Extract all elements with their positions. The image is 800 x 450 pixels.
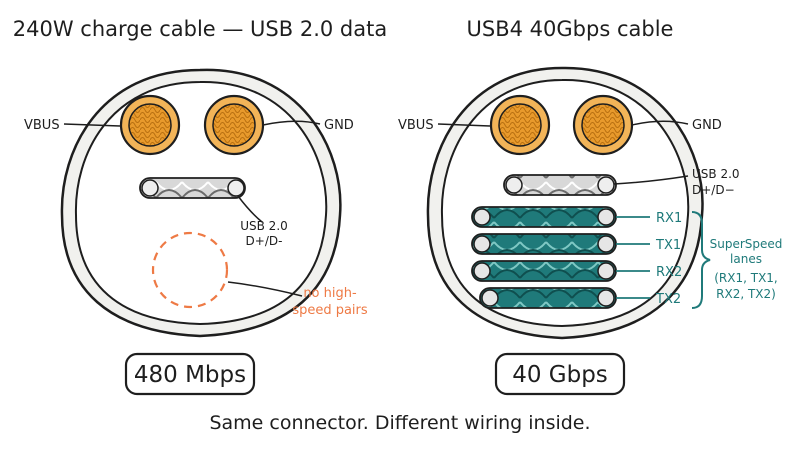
right-speed: 40 Gbps	[512, 362, 608, 388]
lane-label-rx1: RX1	[656, 211, 682, 226]
superspeed-brace	[691, 211, 711, 309]
left-no-pairs-line2: speed pairs	[292, 303, 368, 318]
superspeed-pair-tx2	[479, 287, 617, 309]
right-vbus-conductor	[489, 94, 551, 156]
left-vbus-label: VBUS	[24, 118, 60, 133]
brace-label-line4: RX2, TX2)	[716, 287, 776, 301]
superspeed-pair-rx1	[471, 206, 617, 228]
right-title: USB4 40Gbps cable	[467, 17, 674, 41]
left-usb2-twisted-pair	[139, 177, 246, 199]
left-no-pairs-line1: no high-	[303, 286, 357, 301]
left-gnd-conductor	[203, 94, 265, 156]
brace-label-line1: SuperSpeed	[710, 237, 783, 251]
superspeed-pair-rx2	[471, 260, 617, 282]
left-gnd-label: GND	[324, 118, 354, 133]
right-usb2-label-line1: USB 2.0	[692, 167, 740, 181]
left-missing-pairs-circle	[151, 231, 229, 309]
lane-label-tx2: TX2	[655, 292, 681, 307]
left-title: 240W charge cable — USB 2.0 data	[13, 17, 387, 41]
right-usb2-label-line2: D+/D−	[692, 183, 735, 197]
right-vbus-label: VBUS	[398, 118, 434, 133]
left-cable-cross-section	[60, 68, 342, 338]
left-vbus-conductor	[119, 94, 181, 156]
left-usb2-label-line2: D+/D-	[246, 234, 283, 248]
left-speed-box	[124, 352, 256, 396]
superspeed-pair-tx1	[471, 233, 617, 255]
right-gnd-conductor	[572, 94, 634, 156]
right-gnd-label: GND	[692, 118, 722, 133]
lane-label-tx1: TX1	[655, 238, 681, 253]
right-speed-box	[494, 352, 626, 396]
brace-label-line2: lanes	[730, 252, 762, 266]
left-speed: 480 Mbps	[134, 362, 246, 388]
lane-label-rx2: RX2	[656, 265, 682, 280]
brace-label-line3: (RX1, TX1,	[714, 271, 778, 285]
left-usb2-label-line1: USB 2.0	[240, 219, 288, 233]
right-usb2-twisted-pair	[503, 174, 617, 196]
caption: Same connector. Different wiring inside.	[209, 412, 590, 434]
